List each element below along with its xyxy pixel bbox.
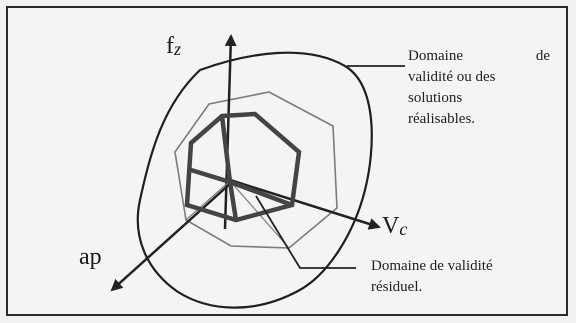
residual-domain-annotation-line-2: résiduel. bbox=[371, 279, 423, 295]
fz-axis bbox=[223, 34, 237, 230]
residual-domain-shape bbox=[184, 111, 302, 223]
residual-vertical-edge bbox=[227, 181, 239, 221]
residual-face-edge bbox=[219, 115, 233, 183]
residual-domain-annotation-line-1: Domaine de validité bbox=[371, 258, 493, 274]
outer-domain-annotation-line-1-left: Domaine bbox=[408, 48, 463, 64]
fz-axis-label-sub: z bbox=[174, 39, 182, 59]
outer-domain-annotation-line-4: réalisables. bbox=[408, 111, 476, 127]
outer-validity-domain bbox=[136, 51, 373, 309]
ap-axis-label: ap bbox=[79, 244, 102, 270]
vc-axis-label: Vc bbox=[382, 214, 407, 238]
fz-axis-label-main: f bbox=[166, 33, 174, 59]
outer-domain-annotation-line-2: validité ou des bbox=[408, 69, 496, 85]
outer-domain-annotation-line-1: Domaine de bbox=[408, 46, 550, 67]
figure-frame bbox=[6, 6, 568, 316]
outer-domain-annotation-line-3: solutions bbox=[408, 90, 463, 106]
vc-axis-label-sub: c bbox=[399, 219, 408, 239]
vc-axis-label-main: V bbox=[382, 213, 400, 239]
outer-domain-annotation-line-1-right: de bbox=[535, 48, 550, 64]
vc-axis bbox=[229, 178, 381, 230]
inner-guide-line bbox=[185, 180, 231, 221]
residual-domain-annotation: Domaine de validité résiduel. bbox=[371, 256, 561, 298]
ap-axis bbox=[110, 181, 233, 292]
residual-inner-edge bbox=[190, 167, 293, 208]
fz-axis-label: fz bbox=[166, 34, 181, 58]
residual-domain-leader bbox=[255, 195, 356, 269]
outer-domain-annotation: Domaine de validité ou des solutions réa… bbox=[408, 46, 558, 130]
